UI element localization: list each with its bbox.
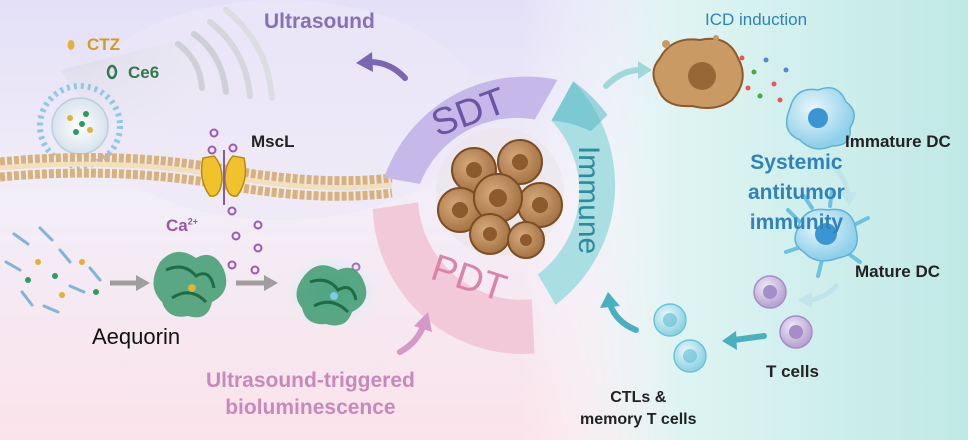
ultrasound-title: Ultrasound <box>264 10 375 33</box>
mature-dc-label: Mature DC <box>855 262 941 281</box>
aequorin-protein-icon <box>153 251 380 330</box>
dendritic-cell-icon <box>785 87 855 150</box>
ctz-legend-label: CTZ <box>87 35 121 54</box>
aequorin-label: Aequorin <box>92 324 181 349</box>
ce6-legend-label: Ce6 <box>128 63 160 82</box>
calcium-ion-label: Ca2+ <box>166 216 198 235</box>
t-cell-icon <box>653 303 707 373</box>
ctls-memory-label: CTLs &memory T cells <box>580 389 697 428</box>
mscl-channel-icon <box>200 150 247 205</box>
t-cell-icon <box>753 275 813 349</box>
t-cells-label: T cells <box>766 362 819 381</box>
membrane-icon <box>0 153 393 201</box>
icd-induction-label: ICD induction <box>705 10 808 29</box>
immune-label: Immune <box>572 146 605 254</box>
mscl-label: MscL <box>251 132 295 151</box>
immature-dc-label: Immature DC <box>845 132 951 151</box>
tumor-icon <box>436 128 564 259</box>
nanoparticle-icon <box>37 83 123 169</box>
dendritic-cell-icon <box>784 188 870 278</box>
